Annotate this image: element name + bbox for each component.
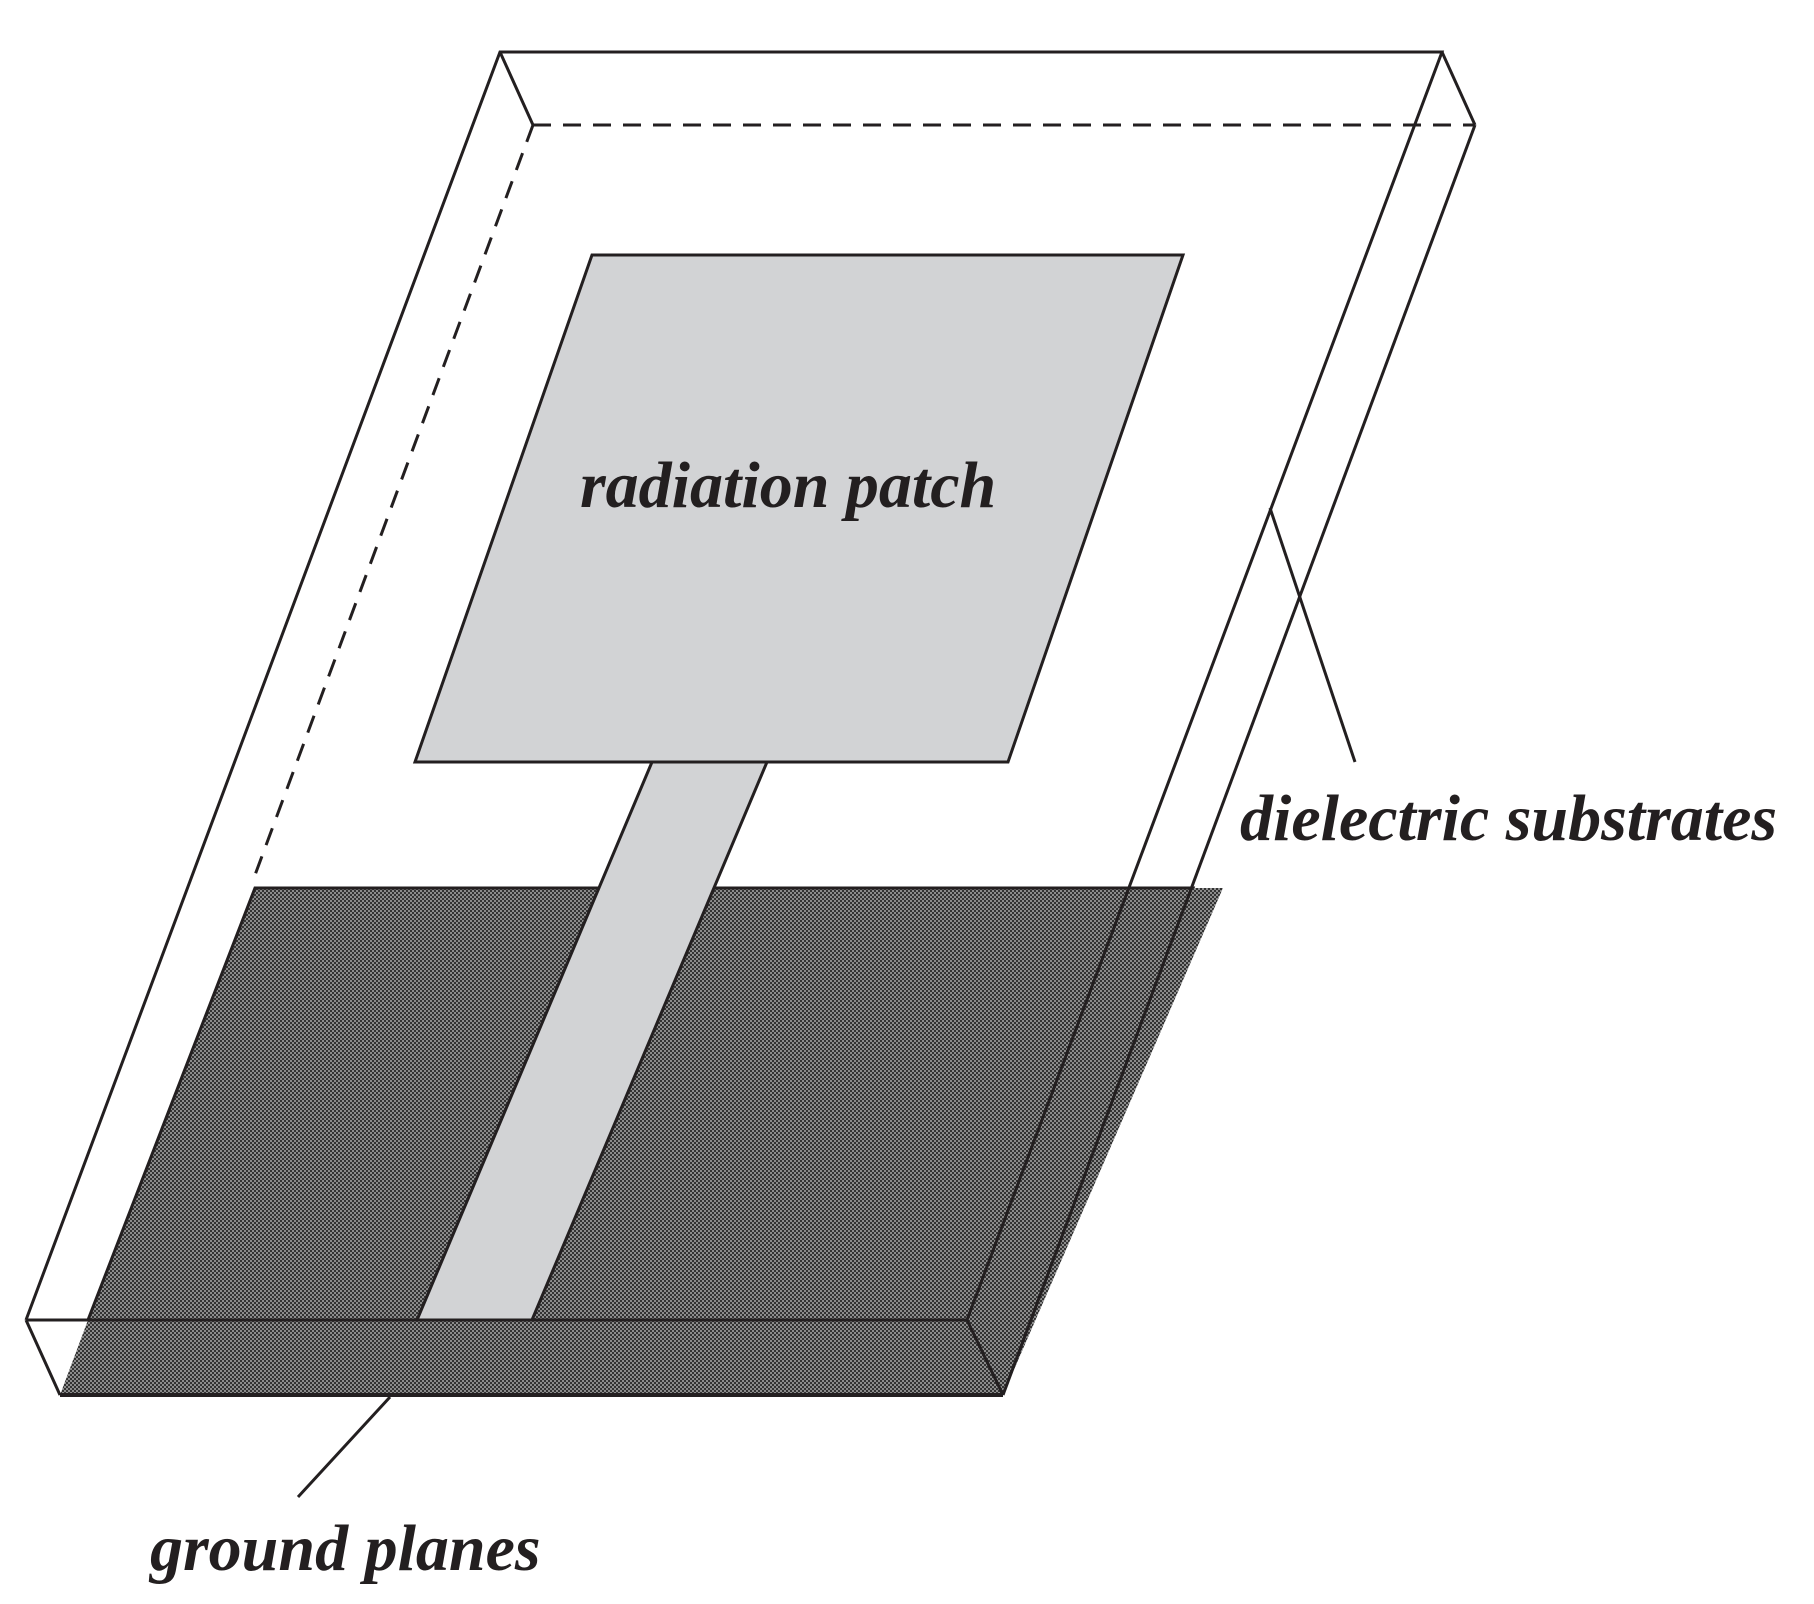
substrate-hidden-left-edge xyxy=(253,124,535,876)
substrate-corner-back-left-hidden xyxy=(498,51,535,126)
dielectric-substrates-label: dielectric substrates xyxy=(1240,782,1777,855)
substrate-corner-front-right xyxy=(965,1319,1005,1396)
radiation-patch xyxy=(412,253,1186,764)
substrate-bottom-right-edge xyxy=(1001,124,1477,1396)
ground-plane-front-band xyxy=(60,1320,1003,1395)
radiation-patch-label: radiation patch xyxy=(580,449,996,522)
ground-planes-label: ground planes xyxy=(148,1512,541,1585)
substrate-corner-front-left xyxy=(24,1319,62,1396)
substrate-corner-back-right xyxy=(1440,51,1477,126)
ground-planes-leader xyxy=(296,1395,392,1499)
dielectric-substrates-leader xyxy=(1268,507,1357,763)
ground-plane-side-band xyxy=(967,888,1223,1395)
